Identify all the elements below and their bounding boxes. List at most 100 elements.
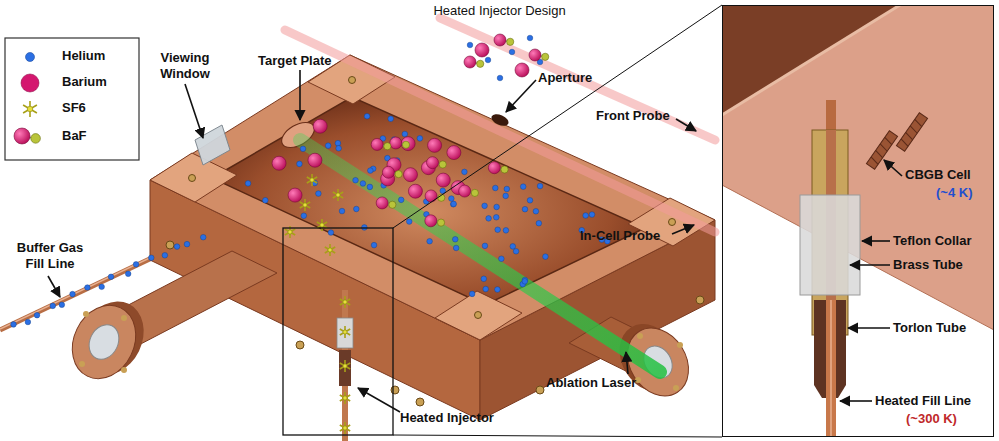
inset-detail xyxy=(722,5,994,437)
helium-atom xyxy=(527,35,533,41)
helium-atom xyxy=(388,116,394,122)
barium-atom xyxy=(447,146,461,160)
baf-molecule xyxy=(488,162,508,174)
helium-atom xyxy=(184,241,190,247)
helium-atom xyxy=(263,197,269,203)
helium-atom xyxy=(450,202,456,208)
leader-arrow xyxy=(840,400,872,402)
baf-symbol xyxy=(425,190,437,202)
sf6-symbol xyxy=(328,248,332,252)
helium-atom xyxy=(481,276,487,282)
helium-atom xyxy=(495,287,501,293)
sf6-symbol xyxy=(320,223,324,227)
sf6-symbol xyxy=(336,193,340,197)
part-label: Viewing Window xyxy=(148,50,222,81)
cell-body xyxy=(696,296,704,304)
buffer-gas-port xyxy=(84,320,125,365)
helium-atom xyxy=(300,146,306,152)
helium-atom xyxy=(245,181,251,187)
helium-atom xyxy=(482,243,488,249)
cell-body xyxy=(189,175,196,182)
helium-atom xyxy=(360,181,366,187)
buffer-gas-port xyxy=(121,367,127,373)
baf-molecule xyxy=(371,138,391,150)
baf-symbol xyxy=(494,34,506,46)
barium-atom xyxy=(475,43,489,57)
cell-body xyxy=(391,386,399,394)
cell-body xyxy=(166,241,174,249)
sf6-molecule xyxy=(307,174,317,186)
baf-molecule xyxy=(427,157,447,169)
part-label: Target Plate xyxy=(258,53,331,69)
helium-atom xyxy=(406,219,412,225)
helium-atom xyxy=(522,206,528,212)
sf6-symbol xyxy=(340,422,350,434)
cell-body xyxy=(212,97,645,305)
helium-atom xyxy=(494,204,500,210)
legend-label: Barium xyxy=(62,74,107,90)
helium-atom xyxy=(339,208,345,214)
leader-arrow xyxy=(48,70,902,412)
baf-symbol xyxy=(376,197,388,209)
sf6-molecule xyxy=(317,219,327,231)
barium-atom xyxy=(288,188,302,202)
sf6-symbol xyxy=(333,189,343,201)
sf6-symbol xyxy=(288,230,292,234)
helium-atom xyxy=(536,220,542,226)
leader-arrow xyxy=(676,119,696,131)
barium-atom xyxy=(515,63,529,77)
inset-detail xyxy=(722,5,900,115)
inset-detail xyxy=(830,300,832,437)
ablation-port xyxy=(673,385,679,391)
cell-body xyxy=(435,291,522,340)
inset-detail xyxy=(722,5,994,330)
legend-swatch xyxy=(21,74,39,92)
cell-body xyxy=(150,153,237,202)
helium-atom xyxy=(605,238,611,244)
ablation-port xyxy=(615,317,701,408)
sf6-symbol xyxy=(340,360,350,372)
baf-symbol xyxy=(439,161,446,168)
heated-injector xyxy=(339,350,351,386)
helium-atom xyxy=(527,198,533,204)
sf6-symbol xyxy=(300,199,310,211)
sf6-molecule xyxy=(340,360,350,372)
helium-atom xyxy=(354,206,360,212)
helium-atom xyxy=(364,113,370,119)
helium-atom xyxy=(522,279,528,285)
sf6-molecule xyxy=(340,326,350,338)
sf6-molecule xyxy=(340,422,350,434)
helium-atom xyxy=(297,161,303,167)
buffer-gas-port xyxy=(60,295,147,390)
barium-atom xyxy=(436,173,450,187)
helium-atom xyxy=(497,75,503,81)
baf-molecule xyxy=(464,56,484,68)
inset-detail xyxy=(866,131,897,170)
helium-atom xyxy=(59,302,65,308)
legend-swatch xyxy=(14,128,40,144)
helium-atom xyxy=(325,143,331,149)
helium-atom xyxy=(417,136,423,142)
cell-body xyxy=(475,312,482,319)
helium-atom xyxy=(451,201,457,207)
baf-symbol xyxy=(529,49,541,61)
sf6-symbol xyxy=(317,219,327,231)
sf6-symbol xyxy=(310,178,314,182)
part-label: Ablation Laser xyxy=(546,375,636,391)
baf-molecule xyxy=(494,34,514,46)
baf-molecule xyxy=(390,137,410,149)
baf-molecule xyxy=(376,197,396,209)
part-label: Aperture xyxy=(538,70,592,86)
buffer-gas-port xyxy=(60,251,277,389)
helium-atom xyxy=(483,286,489,292)
baf-molecule xyxy=(459,185,479,197)
sf6-symbol xyxy=(27,106,33,112)
legend-label: SF6 xyxy=(62,100,86,116)
leader-arrow xyxy=(672,225,694,234)
baf-molecule xyxy=(425,215,445,227)
inset-detail xyxy=(826,300,836,437)
sf6-symbol xyxy=(343,364,347,368)
helium-atom xyxy=(50,303,56,309)
helium-atom xyxy=(148,255,154,261)
